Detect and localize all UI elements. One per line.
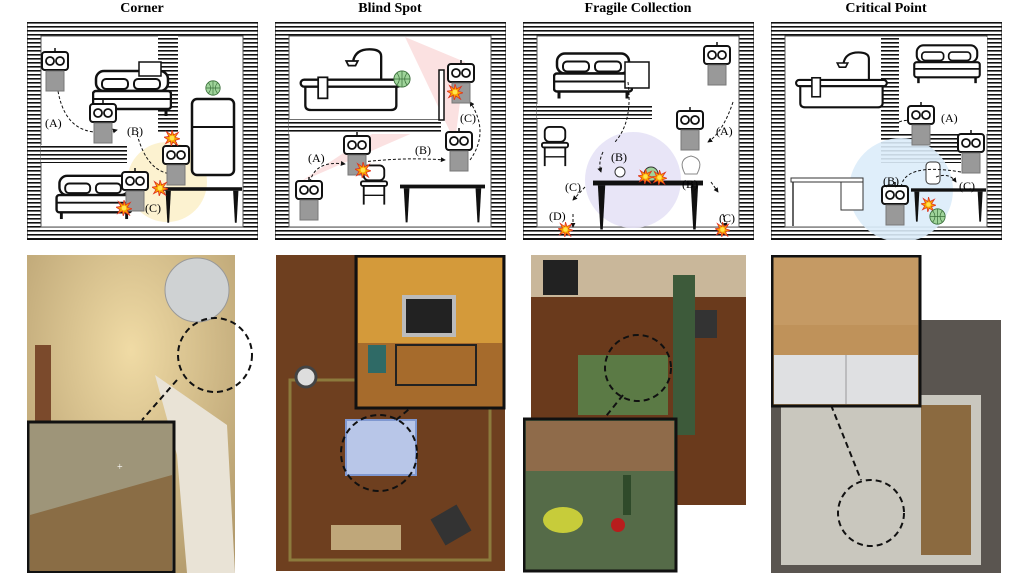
vase-icon <box>681 155 701 175</box>
path-label: (C) <box>565 180 581 194</box>
interior-wall <box>289 119 441 134</box>
fridge-icon <box>190 97 236 177</box>
basketball-icon <box>393 70 411 88</box>
basketball-icon <box>205 80 221 96</box>
rug <box>331 525 401 550</box>
robot-icon <box>445 128 473 172</box>
critical-point-scene-render <box>771 255 1001 573</box>
interior-wall <box>537 104 652 119</box>
corner-scene-render: + <box>27 255 253 573</box>
blind-spot-scene-render <box>276 255 506 571</box>
lamp-icon <box>138 61 162 77</box>
lantern-icon <box>925 161 941 185</box>
robot-icon <box>881 182 909 226</box>
path-label: (A) <box>941 111 958 125</box>
path-label: (B) <box>682 177 698 191</box>
stool <box>430 504 472 546</box>
desk-icon <box>790 177 864 183</box>
column-title-critical-point: Critical Point <box>845 1 927 16</box>
corner-diagram: (A) (B) (C) <box>27 22 258 240</box>
robot-icon <box>89 100 117 144</box>
path-label: (C) <box>719 211 735 225</box>
robot-icon <box>162 142 190 186</box>
path-label: (C) <box>145 201 161 215</box>
blind-spot-diagram: (A) (B) (C) <box>275 22 506 240</box>
focus-circle <box>340 414 418 492</box>
lamp <box>164 257 230 323</box>
basketball-icon <box>929 208 946 225</box>
path-label: (B) <box>611 150 627 164</box>
tv <box>402 295 456 337</box>
column-title-corner: Corner <box>120 1 164 16</box>
robot-icon <box>295 177 323 221</box>
clock <box>294 365 318 389</box>
danger-zone <box>585 132 681 228</box>
vase-icon <box>614 166 626 178</box>
fragile-collection-scene-render <box>523 255 746 573</box>
path-label: (B) <box>415 143 431 157</box>
robot-icon <box>907 102 935 146</box>
svg-text:+: + <box>117 462 123 473</box>
table <box>578 355 668 415</box>
column-title-fragile-collection: Fragile Collection <box>584 1 692 16</box>
path-label: (A) <box>716 124 733 138</box>
critical-point-diagram: (A) (B) (C) <box>771 22 1002 240</box>
path-label: (B) <box>127 124 143 138</box>
counter <box>673 275 695 435</box>
column-title-blind-spot: Blind Spot <box>358 1 422 16</box>
robot-icon <box>957 130 985 174</box>
fragile-collection-diagram: (B) (A) (C) (B) (D) (C) <box>523 22 754 240</box>
path-label: (A) <box>308 151 325 165</box>
nightstand-icon <box>624 61 650 89</box>
path-label: (D) <box>549 209 566 223</box>
bed-icon <box>912 44 982 84</box>
bottle <box>623 475 631 515</box>
focus-circle <box>177 317 253 393</box>
interior-wall <box>41 145 127 163</box>
interior-wall <box>881 37 899 163</box>
path-label: (C) <box>460 111 476 125</box>
stove <box>695 310 717 338</box>
focus-circle <box>604 334 672 402</box>
cabinet <box>35 345 51 445</box>
robot-icon <box>447 60 475 104</box>
path-label: (B) <box>883 174 899 188</box>
bed-icon <box>553 51 633 101</box>
robot-icon <box>41 48 69 92</box>
path-label: (A) <box>45 116 62 130</box>
path-label: (C) <box>959 179 975 193</box>
robot-icon <box>676 107 704 151</box>
robot-icon <box>703 42 731 86</box>
focus-circle <box>837 479 905 547</box>
glass-table <box>345 419 417 476</box>
door-icon <box>438 69 445 121</box>
fruit <box>543 507 583 533</box>
